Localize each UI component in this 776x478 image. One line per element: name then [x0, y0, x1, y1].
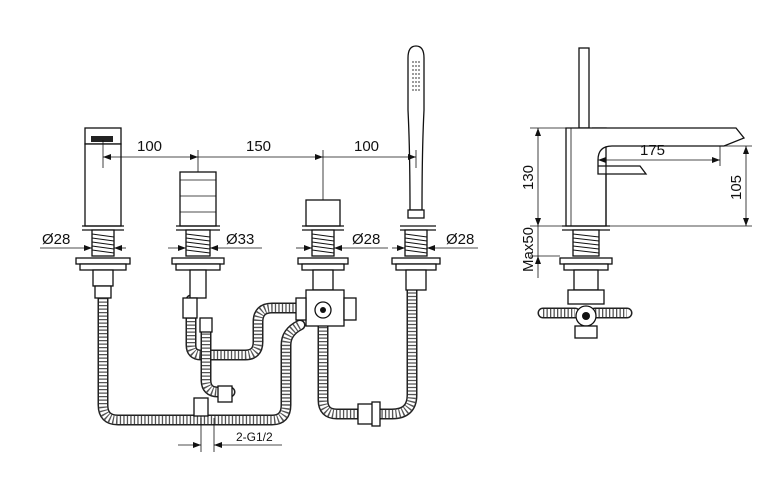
side-view-spout: [559, 47, 746, 339]
dim-spout-height: 105: [728, 175, 745, 200]
dim-spacing-right: 100: [354, 138, 379, 155]
dim-spacing-left: 100: [137, 138, 162, 155]
hand-shower: [391, 45, 441, 291]
dim-dia-3: Ø28: [352, 231, 380, 248]
mixer-block: [295, 289, 357, 327]
dim-dia-2: Ø33: [226, 231, 254, 248]
dim-spacing-middle: 150: [246, 138, 271, 155]
dim-max-thickness: Max50: [520, 227, 537, 272]
diverter-body: [75, 127, 131, 299]
valve-handle-left: [171, 171, 225, 333]
diameter-leaders: [40, 245, 478, 251]
side-dimensions: [530, 127, 752, 278]
hose-nuts: [193, 385, 381, 427]
dim-spout-reach: 175: [640, 142, 665, 159]
connection-dimension: [178, 418, 282, 452]
spray-face: [412, 61, 420, 91]
valve-handle-right: [297, 199, 349, 291]
dim-dia-4: Ø28: [446, 231, 474, 248]
dim-dia-1: Ø28: [42, 231, 70, 248]
hoses: [97, 284, 633, 426]
dim-height-body: 130: [520, 165, 537, 190]
front-dimensions: [102, 140, 417, 200]
dim-connection: 2-G1/2: [236, 430, 273, 444]
